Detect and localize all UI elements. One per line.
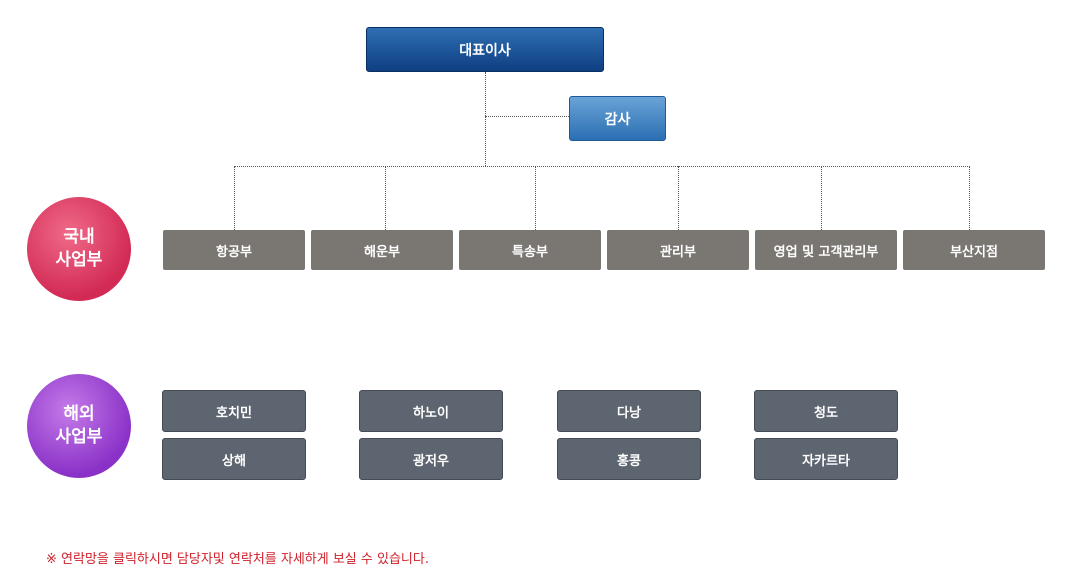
domestic-label-line2: 사업부	[55, 250, 103, 270]
dept-connector-3	[535, 166, 536, 230]
branch-guangzhou[interactable]: 광저우	[359, 438, 503, 480]
domestic-label-line1: 국내	[63, 227, 95, 247]
audit-box[interactable]: 감사	[569, 96, 666, 141]
dept-management[interactable]: 관리부	[607, 230, 749, 270]
dept-express[interactable]: 특송부	[459, 230, 601, 270]
overseas-division-badge: 해외 사업부	[27, 374, 131, 478]
dept-connector-6	[969, 166, 970, 230]
overseas-label-line2: 사업부	[55, 427, 103, 447]
dept-connector-1	[234, 166, 235, 230]
overseas-label-line1: 해외	[63, 404, 95, 424]
branch-hongkong[interactable]: 홍콩	[557, 438, 701, 480]
dept-connector-4	[678, 166, 679, 230]
ceo-down-connector	[485, 72, 486, 166]
audit-connector	[485, 116, 569, 117]
domestic-division-badge: 국내 사업부	[27, 197, 131, 301]
contact-note: ※ 연락망을 클릭하시면 담당자및 연락처를 자세하게 보실 수 있습니다.	[46, 552, 429, 567]
branch-hanoi[interactable]: 하노이	[359, 390, 503, 432]
department-bus-connector	[234, 166, 970, 167]
dept-connector-2	[385, 166, 386, 230]
dept-connector-5	[821, 166, 822, 230]
branch-hochiminh[interactable]: 호치민	[162, 390, 306, 432]
dept-busan-branch[interactable]: 부산지점	[903, 230, 1045, 270]
dept-sales-customer[interactable]: 영업 및 고객관리부	[755, 230, 897, 270]
dept-shipping[interactable]: 해운부	[311, 230, 453, 270]
branch-danang[interactable]: 다낭	[557, 390, 701, 432]
dept-aviation[interactable]: 항공부	[163, 230, 305, 270]
branch-jakarta[interactable]: 자카르타	[754, 438, 898, 480]
branch-qingdao[interactable]: 청도	[754, 390, 898, 432]
branch-shanghai[interactable]: 상해	[162, 438, 306, 480]
ceo-box[interactable]: 대표이사	[366, 27, 604, 72]
